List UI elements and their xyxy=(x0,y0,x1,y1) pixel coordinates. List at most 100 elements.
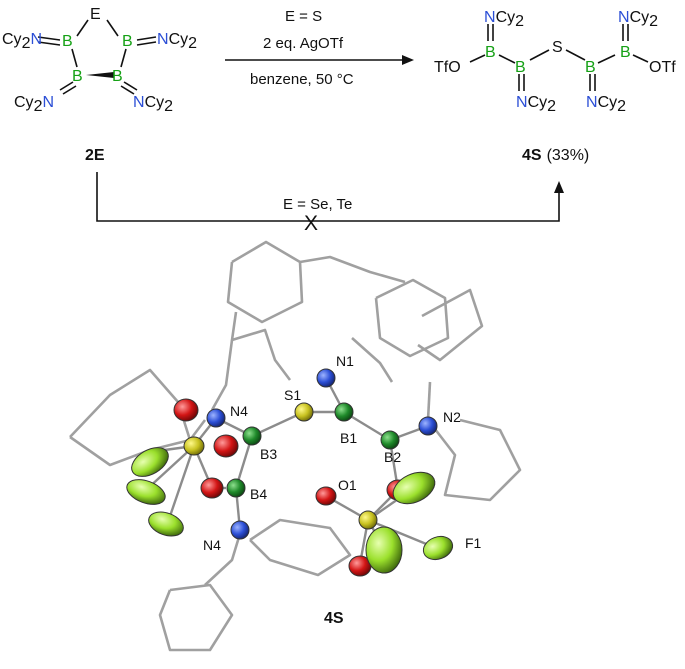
cyclohexyl-ring xyxy=(299,255,406,284)
sulfur-atom xyxy=(183,436,205,456)
cyclohexyl-ring xyxy=(210,339,234,411)
reactant-label: 2E xyxy=(85,147,105,164)
amino-group-bottom-right: NCy2 xyxy=(133,94,173,115)
oxygen-atom xyxy=(173,398,199,422)
cyclohexyl-ring xyxy=(69,368,192,467)
bond xyxy=(106,19,119,37)
arrow-path xyxy=(96,172,560,222)
arrowhead xyxy=(402,55,414,65)
wedge-bond xyxy=(86,72,114,78)
atom-label-b1: B1 xyxy=(340,430,357,446)
bond xyxy=(145,445,195,491)
boron-atom: B xyxy=(485,44,496,61)
bond xyxy=(597,54,616,64)
reaction-arrow-bottom xyxy=(96,172,564,222)
amino-group-top-right: NCy2 xyxy=(618,9,658,30)
bond xyxy=(71,48,78,68)
atom-label-b4: B4 xyxy=(250,486,267,502)
oxygen-atom xyxy=(315,486,337,506)
fluorine-atom xyxy=(422,535,454,561)
bond xyxy=(76,19,89,37)
fluorine-atom xyxy=(126,479,166,505)
arrowhead xyxy=(554,181,564,193)
amino-group-bottom-right: NCy2 xyxy=(586,94,626,115)
atom-label-s1: S1 xyxy=(284,387,301,403)
triflate-right: OTf xyxy=(649,59,676,76)
cross-mark: X xyxy=(304,212,318,235)
atom-label-n4-lower: N4 xyxy=(203,537,221,553)
atom-label-b3: B3 xyxy=(260,446,277,462)
cyclohexyl-ring xyxy=(249,518,352,577)
nitrogen-atom xyxy=(316,368,336,388)
atoms xyxy=(126,368,454,577)
bond xyxy=(251,410,305,438)
condition-line-2: 2 eq. AgOTf xyxy=(263,35,344,52)
bond xyxy=(136,36,157,41)
boron-atom: B xyxy=(62,33,73,50)
boron-atom xyxy=(334,402,354,422)
amino-group-bottom-left: NCy2 xyxy=(516,94,556,115)
nitrogen-atom xyxy=(418,416,438,436)
fluorine-atom xyxy=(148,511,184,537)
boron-atom xyxy=(380,430,400,450)
cyclohexyl-ring xyxy=(374,278,450,358)
bond xyxy=(37,41,61,46)
reaction-arrow-top xyxy=(225,55,414,65)
boron-atom: B xyxy=(112,68,123,85)
bond xyxy=(123,81,138,91)
crystal-structure-4s: N1 S1 N4 B1 N2 B3 B2 O1 B4 N4 F1 xyxy=(69,240,522,652)
failed-condition-label: E = Se, Te xyxy=(283,196,352,213)
bond xyxy=(120,48,127,68)
fluorine-atom xyxy=(365,526,403,574)
boron-atom xyxy=(226,478,246,498)
bond xyxy=(529,49,550,61)
atom-label-b2: B2 xyxy=(384,449,401,465)
amino-group-top-left: NCy2 xyxy=(484,9,524,30)
atom-label-n1: N1 xyxy=(336,353,354,369)
amino-group-top-right: NCy2 xyxy=(157,31,197,52)
reactant-2e-structure: E Cy2N B B NCy2 B B Cy2N NCy2 xyxy=(2,6,197,115)
boron-atom: B xyxy=(515,59,526,76)
oxygen-atom xyxy=(200,477,224,499)
ring-atom-e: E xyxy=(90,6,101,23)
product-label: 4S(33%) xyxy=(522,147,589,164)
atom-label-o1: O1 xyxy=(338,477,357,493)
cyclohexyl-ring xyxy=(230,311,292,381)
boron-atom: B xyxy=(620,44,631,61)
amino-group-top-left: Cy2N xyxy=(2,31,42,52)
boron-atom: B xyxy=(585,59,596,76)
boron-atom: B xyxy=(122,33,133,50)
bond xyxy=(136,41,157,46)
boron-atom: B xyxy=(72,68,83,85)
atom-label-f1: F1 xyxy=(465,535,482,551)
cyclohexyl-ring xyxy=(426,418,522,502)
bond xyxy=(120,85,135,95)
sulfur-atom xyxy=(358,510,378,530)
cyclohexyl-frames xyxy=(69,240,522,652)
bond xyxy=(498,54,516,64)
sulfur-atom: S xyxy=(552,39,563,56)
fluorine-atom xyxy=(131,447,169,477)
product-4s-structure: NCy2 NCy2 B B TfO B S B OTf NCy2 NCy2 xyxy=(434,9,676,115)
cyclohexyl-ring xyxy=(351,337,394,383)
bond xyxy=(632,54,649,63)
bond xyxy=(166,445,196,523)
condition-line-1: E = S xyxy=(285,8,322,25)
cyclohexyl-ring xyxy=(426,381,432,421)
boron-atom xyxy=(242,426,262,446)
bond xyxy=(565,49,586,61)
bond xyxy=(59,81,74,91)
nitrogen-atom xyxy=(206,408,226,428)
nitrogen-atom xyxy=(230,520,250,540)
amino-group-bottom-left: Cy2N xyxy=(14,94,54,115)
crystal-structure-caption: 4S xyxy=(324,610,344,627)
cyclohexyl-ring xyxy=(226,240,304,324)
atom-label-n4-upper: N4 xyxy=(230,403,248,419)
bond xyxy=(37,36,61,41)
bond xyxy=(469,54,486,63)
cyclohexyl-ring xyxy=(417,288,484,362)
cyclohexyl-ring xyxy=(158,583,234,652)
oxygen-atom xyxy=(213,434,239,458)
condition-line-3: benzene, 50 °C xyxy=(250,71,354,88)
